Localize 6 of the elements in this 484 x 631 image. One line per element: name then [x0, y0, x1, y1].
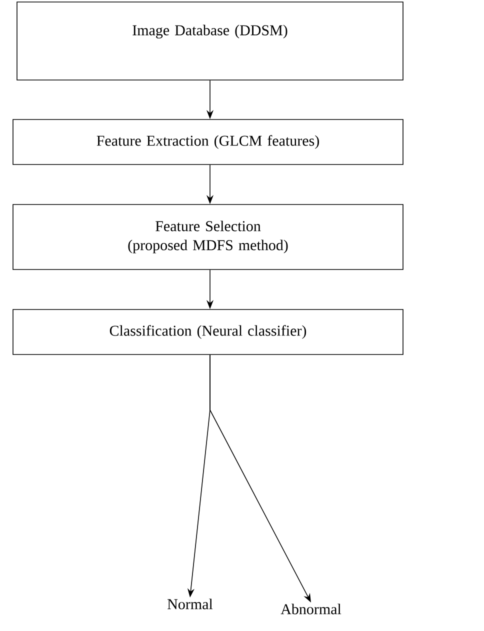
process-box: Feature Selection (proposed MDFS method) — [12, 204, 404, 270]
output-label: Abnormal — [280, 604, 342, 614]
process-box: Image Database (DDSM) — [16, 2, 404, 80]
process-box: Feature Extraction (GLCM features) — [12, 119, 404, 165]
output-label: Normal — [168, 598, 213, 610]
process-box: Classification (Neural classifier) — [12, 309, 404, 355]
